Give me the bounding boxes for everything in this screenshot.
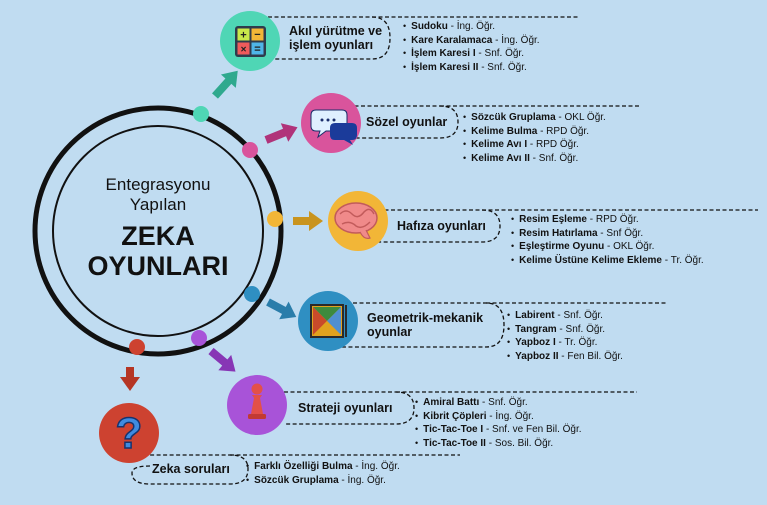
calculator-icon: + − × = bbox=[220, 11, 280, 71]
connector-dot-memory bbox=[267, 211, 283, 227]
list-item: Tangram - Snf. Öğr. bbox=[507, 323, 623, 337]
arrow-geometric bbox=[266, 298, 297, 320]
connector-dot-logic bbox=[193, 106, 209, 122]
label-logic-line-1: Akıl yürütme ve bbox=[289, 24, 383, 38]
list-item: Labirent - Snf. Öğr. bbox=[507, 309, 623, 323]
connector-dot-questions bbox=[129, 339, 145, 355]
center-inner-ring bbox=[52, 125, 264, 337]
list-item: Farklı Özelliği Bulma - İng. Öğr. bbox=[246, 460, 400, 474]
pill-memory bbox=[378, 209, 501, 243]
pill-logic bbox=[268, 16, 391, 60]
list-item: Kelime Avı I - RPD Öğr. bbox=[463, 138, 606, 152]
list-item: Kibrit Çöpleri - İng. Öğr. bbox=[415, 410, 582, 424]
arrow-logic bbox=[212, 70, 238, 99]
arrow-strategy bbox=[208, 347, 236, 372]
center-outer-ring bbox=[32, 105, 284, 357]
list-item: Tic-Tac-Toe II - Sos. Bil. Öğr. bbox=[415, 437, 582, 451]
tangram-icon bbox=[298, 291, 358, 351]
list-item: Sözcük Gruplama - OKL Öğr. bbox=[463, 111, 606, 125]
list-item: Sudoku - İng. Öğr. bbox=[403, 20, 540, 34]
svg-text:?: ? bbox=[116, 409, 143, 458]
svg-text:−: − bbox=[254, 29, 260, 41]
chess-pawn-icon bbox=[227, 375, 287, 435]
items-strategy: Amiral Battı - Snf. Öğr. Kibrit Çöpleri … bbox=[415, 396, 582, 451]
list-item: Amiral Battı - Snf. Öğr. bbox=[415, 396, 582, 410]
center-line-4: OYUNLARI bbox=[87, 251, 229, 281]
list-item: Eşleştirme Oyunu - OKL Öğr. bbox=[511, 240, 704, 254]
pill-strategy bbox=[284, 391, 415, 425]
list-item: Yapboz II - Fen Bil. Öğr. bbox=[507, 350, 623, 364]
label-questions: Zeka soruları bbox=[152, 462, 230, 476]
label-verbal: Sözel oyunlar bbox=[366, 115, 448, 129]
list-item: İşlem Karesi II - Snf. Öğr. bbox=[403, 61, 540, 75]
items-geometric: Labirent - Snf. Öğr. Tangram - Snf. Öğr.… bbox=[507, 309, 623, 363]
center-line-2: Yapılan bbox=[129, 195, 187, 214]
list-item: Resim Hatırlama - Snf Öğr. bbox=[511, 227, 704, 241]
list-item: Kelime Bulma - RPD Öğr. bbox=[463, 125, 606, 139]
arrow-verbal bbox=[264, 123, 298, 144]
label-memory: Hafıza oyunları bbox=[397, 219, 486, 233]
svg-text:+: + bbox=[240, 30, 246, 42]
question-mark-icon: ? bbox=[99, 403, 159, 463]
label-logic: Akıl yürütme ve işlem oyunları bbox=[289, 24, 382, 52]
svg-text:×: × bbox=[241, 45, 247, 56]
center-line-3: ZEKA bbox=[121, 221, 195, 251]
pill-verbal bbox=[348, 105, 459, 139]
label-logic-line-2: işlem oyunları bbox=[289, 38, 374, 52]
center-line-1: Entegrasyonu bbox=[105, 175, 211, 194]
connector-dot-strategy bbox=[191, 330, 207, 346]
items-questions: Farklı Özelliği Bulma - İng. Öğr. Sözcük… bbox=[246, 460, 400, 487]
connector-dot-verbal bbox=[242, 142, 258, 158]
list-item: Resim Eşleme - RPD Öğr. bbox=[511, 213, 704, 227]
items-logic: Sudoku - İng. Öğr. Kare Karalamaca - İng… bbox=[403, 20, 540, 75]
pill-geometric bbox=[340, 302, 505, 348]
list-item: Tic-Tac-Toe I - Snf. ve Fen Bil. Öğr. bbox=[415, 423, 581, 437]
list-item: İşlem Karesi I - Snf. Öğr. bbox=[403, 47, 540, 61]
list-item: Sözcük Gruplama - İng. Öğr. bbox=[246, 474, 400, 488]
svg-text:=: = bbox=[254, 44, 260, 56]
list-item: Kelime Avı II - Snf. Öğr. bbox=[463, 152, 606, 166]
list-item: Kelime Üstüne Kelime Ekleme - Tr. Öğr. bbox=[511, 254, 704, 268]
list-item: Yapboz I - Tr. Öğr. bbox=[507, 336, 623, 350]
label-geometric-line-1: Geometrik-mekanik bbox=[367, 311, 484, 325]
pill-questions bbox=[131, 454, 249, 485]
items-memory: Resim Eşleme - RPD Öğr. Resim Hatırlama … bbox=[511, 213, 704, 267]
brain-icon bbox=[328, 191, 388, 251]
arrow-memory bbox=[293, 211, 323, 231]
list-item: Kare Karalamaca - İng. Öğr. bbox=[403, 34, 539, 48]
arrow-questions bbox=[120, 367, 140, 391]
label-strategy: Strateji oyunları bbox=[298, 401, 393, 415]
label-geometric-line-2: oyunlar bbox=[367, 325, 413, 339]
center-title: Entegrasyonu Yapılan ZEKA OYUNLARI bbox=[58, 175, 258, 281]
connector-dot-geometric bbox=[244, 286, 260, 302]
items-verbal: Sözcük Gruplama - OKL Öğr. Kelime Bulma … bbox=[463, 111, 606, 165]
label-geometric: Geometrik-mekanik oyunlar bbox=[367, 311, 483, 339]
speech-bubbles-icon bbox=[301, 93, 361, 153]
